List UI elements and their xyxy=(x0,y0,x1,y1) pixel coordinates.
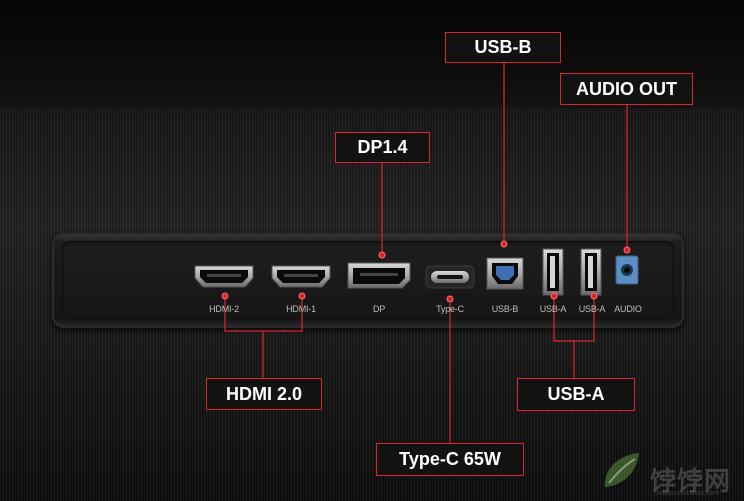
audio-jack-port xyxy=(615,255,639,285)
port-label-audio: AUDIO xyxy=(614,304,642,314)
watermark-text: 饽饽网 xyxy=(650,466,732,496)
port-label-type-c: Type-C xyxy=(436,304,464,314)
callout-usb-a: USB-A xyxy=(517,378,635,411)
port-label-usb-a-2: USB-A xyxy=(578,304,606,314)
callout-hdmi-2-0: HDMI 2.0 xyxy=(206,378,322,410)
port-label-hdmi-1: HDMI-1 xyxy=(286,304,316,314)
usb-b-port xyxy=(486,257,524,290)
callout-type-c-65w: Type-C 65W xyxy=(376,443,524,476)
hdmi-1-port xyxy=(271,265,331,288)
displayport-port xyxy=(347,262,411,289)
port-label-dp: DP xyxy=(372,304,386,314)
usb-a-port-2 xyxy=(580,248,602,296)
watermark-url: bobosnowboots.com xyxy=(655,490,720,497)
callout-lines xyxy=(224,62,628,443)
usb-c-port xyxy=(425,265,475,289)
callout-usb-b: USB-B xyxy=(445,32,561,63)
watermark-leaf-logo xyxy=(604,453,639,487)
callout-audio-out: AUDIO OUT xyxy=(560,73,693,105)
hdmi-2-port xyxy=(194,265,254,288)
port-label-usb-b: USB-B xyxy=(491,304,519,314)
port-label-usb-a-1: USB-A xyxy=(539,304,567,314)
callout-dots xyxy=(221,240,631,303)
callout-dp-1-4: DP1.4 xyxy=(335,132,430,163)
port-label-hdmi-2: HDMI-2 xyxy=(209,304,239,314)
usb-a-port-1 xyxy=(542,248,564,296)
io-port-panel xyxy=(52,233,684,328)
